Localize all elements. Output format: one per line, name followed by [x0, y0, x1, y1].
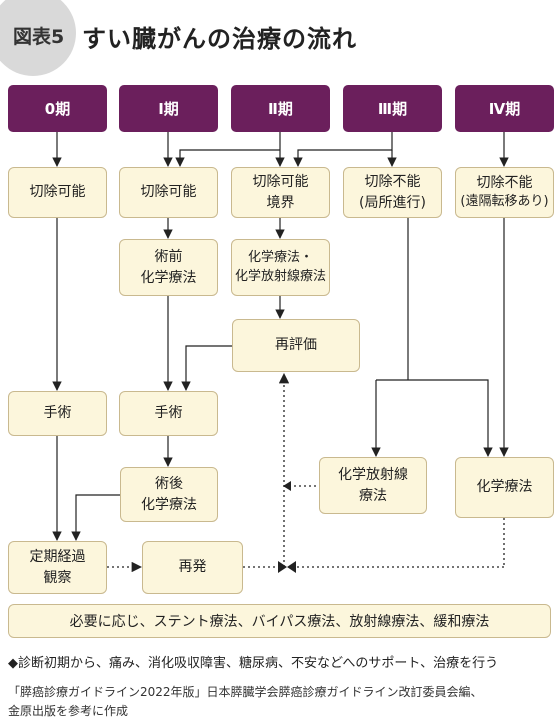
box-resectable-stage1: 切除可能: [119, 167, 218, 218]
box-recurrence: 再発: [142, 541, 243, 594]
box-line: 再発: [178, 559, 207, 576]
box-line: 化学療法: [476, 479, 533, 496]
box-line: 切除可能: [29, 184, 86, 201]
box-line: 境界: [266, 194, 295, 211]
box-chemoradiation: 化学放射線 療法: [319, 457, 427, 514]
box-preop-chemo: 術前 化学療法: [119, 239, 218, 296]
figure-title: すい臓がんの治療の流れ: [82, 25, 357, 53]
box-line: 観察: [43, 569, 72, 586]
box-line: 化学放射線: [338, 467, 408, 484]
stage-0: 0期: [8, 85, 107, 132]
stage-3: Ⅲ期: [343, 85, 442, 132]
box-line: 化学療法: [141, 496, 197, 513]
box-postop-chemo: 術後 化学療法: [120, 467, 218, 522]
box-line: 術後: [155, 476, 183, 493]
box-chemo-chemoradiation: 化学療法・ 化学放射線療法: [231, 239, 330, 296]
stage-2: Ⅱ期: [231, 85, 330, 132]
box-line: (局所進行): [359, 194, 426, 211]
box-line: 化学療法・: [247, 249, 313, 265]
box-line: 化学療法: [140, 269, 197, 286]
box-borderline-resectable: 切除可能 境界: [231, 167, 330, 218]
box-line: 術前: [154, 249, 183, 266]
box-surgery-stage1: 手術: [119, 391, 218, 436]
box-line: (遠隔転移あり): [460, 194, 549, 210]
figure-label-circle: [0, 0, 76, 76]
box-line: 切除可能: [252, 174, 309, 191]
figure-label: 図表5: [13, 26, 65, 48]
source-line: 「膵癌診療ガイドライン2022年版」日本膵臓学会膵癌診療ガイドライン改訂委員会編…: [8, 685, 483, 699]
source-citation: 「膵癌診療ガイドライン2022年版」日本膵臓学会膵癌診療ガイドライン改訂委員会編…: [8, 683, 553, 720]
bullet-note: ◆診断初期から、痛み、消化吸収障害、糖尿病、不安などへのサポート、治療を行う: [8, 656, 499, 671]
box-line: 切除不能: [476, 174, 533, 191]
box-resectable-stage0: 切除可能: [8, 167, 107, 218]
box-surgery-stage0: 手術: [8, 391, 107, 436]
stage-1: Ⅰ期: [119, 85, 218, 132]
box-chemotherapy: 化学療法: [455, 457, 554, 518]
box-line: 手術: [154, 405, 183, 422]
box-line: 化学放射線療法: [234, 268, 326, 284]
stage-4: Ⅳ期: [455, 85, 554, 132]
box-reassessment: 再評価: [232, 319, 360, 372]
box-followup: 定期経過 観察: [8, 541, 107, 594]
box-line: 切除可能: [140, 184, 197, 201]
box-line: 療法: [359, 487, 387, 504]
source-line: 金原出版を参考に作成: [8, 703, 129, 718]
supportive-care-note: 必要に応じ、ステント療法、バイパス療法、放射線療法、緩和療法: [8, 604, 551, 638]
box-unresectable-local: 切除不能 (局所進行): [343, 167, 442, 218]
box-line: 手術: [43, 405, 72, 422]
box-unresectable-metastatic: 切除不能 (遠隔転移あり): [455, 167, 554, 218]
box-line: 切除不能: [364, 174, 421, 191]
box-line: 再評価: [275, 337, 317, 354]
box-line: 定期経過: [29, 549, 86, 566]
